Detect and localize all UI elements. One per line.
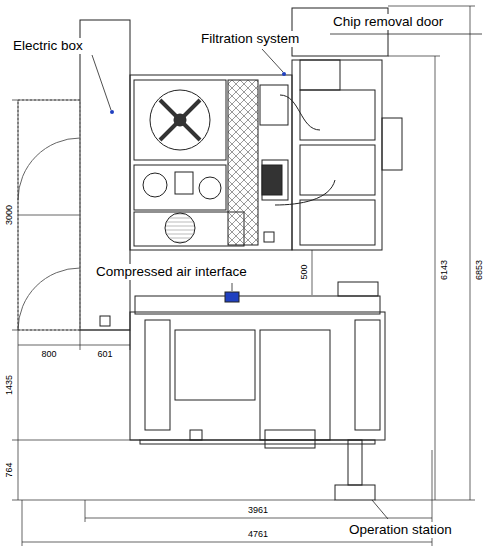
- dimension-label: 3000: [4, 204, 14, 226]
- dimension-label: 601: [96, 349, 113, 359]
- operation-station: [335, 485, 375, 500]
- machine-base: [140, 440, 375, 444]
- dimension-lines: [130, 330, 131, 350]
- machine-base: [130, 312, 385, 440]
- dimension-lines: [470, 6, 471, 500]
- callout-label: Filtration system: [200, 31, 300, 47]
- filtration-unit: [228, 80, 258, 245]
- leader-lines: [372, 500, 388, 519]
- filtration-unit: [130, 72, 335, 250]
- filtration-unit: [160, 100, 200, 140]
- filtration-unit: [264, 232, 274, 242]
- electric-box: [18, 215, 80, 216]
- chip-tower: [300, 145, 375, 195]
- operation-station: [335, 440, 375, 500]
- machine-base: [175, 330, 255, 400]
- electric-box: [100, 316, 110, 326]
- leader-lines: [262, 49, 283, 72]
- dimension-lines: [435, 56, 436, 500]
- filtration-unit: [260, 85, 288, 125]
- dimension-lines: [80, 330, 81, 350]
- dimension-label: 764: [4, 461, 14, 478]
- dimension-label: 1435: [4, 374, 14, 396]
- electric-box: [18, 138, 80, 200]
- dimension-label: 800: [40, 349, 57, 359]
- electric-box: [18, 268, 80, 330]
- leader-lines: [92, 55, 111, 110]
- machine-base: [355, 320, 380, 430]
- chip-tower: [300, 90, 375, 140]
- filtration-unit: [130, 75, 292, 250]
- machine-base: [135, 296, 380, 314]
- machine-base: [260, 330, 330, 440]
- chip-tower: [300, 60, 340, 90]
- machine-base: [338, 282, 378, 296]
- filtration-unit: [175, 172, 193, 194]
- callout-label: Electric box: [12, 38, 84, 54]
- chip-tower: [300, 200, 375, 245]
- chip-tower: [262, 165, 282, 195]
- chip-tower: [382, 118, 402, 170]
- filtration-unit: [199, 177, 221, 199]
- dimension-lines: [85, 500, 86, 522]
- filtration-unit: [275, 180, 335, 205]
- dimension-lines: [312, 250, 313, 295]
- dimension-lines: [388, 6, 475, 7]
- filtration-unit: [134, 165, 226, 210]
- callout-label: Compressed air interface: [95, 264, 248, 280]
- dimension-lines: [388, 56, 440, 57]
- leader-lines: [232, 283, 233, 291]
- dimension-lines: [12, 100, 80, 101]
- filtration-unit: [282, 72, 286, 76]
- chip-tower: [292, 60, 382, 250]
- dimension-lines: [12, 330, 130, 331]
- dimension-lines: [375, 500, 475, 501]
- dimension-lines: [18, 345, 130, 346]
- filtration-unit: [134, 80, 226, 160]
- filtration-unit: [165, 213, 195, 243]
- dimension-lines: [85, 518, 432, 519]
- leader-lines: [330, 34, 482, 35]
- electric-box: [18, 100, 80, 330]
- machine-base: [130, 282, 385, 448]
- dimension-label: 500: [299, 263, 309, 280]
- dimension-label: 3961: [247, 505, 269, 515]
- filtration-unit: [143, 173, 167, 197]
- dimension-lines: [22, 542, 432, 543]
- callout-label: Operation station: [348, 522, 453, 538]
- electric-box: [18, 20, 130, 330]
- dimension-lines: [12, 500, 335, 501]
- dimension-label: 6853: [474, 259, 484, 281]
- machine-base: [190, 430, 202, 440]
- machine-base: [145, 320, 170, 430]
- electric-box: [110, 110, 114, 114]
- dimension-lines: [12, 6, 475, 546]
- machine-base: [265, 430, 315, 448]
- electric-box: [80, 20, 130, 330]
- operation-station: [348, 440, 362, 485]
- callout-label: Chip removal door: [332, 14, 444, 30]
- filtration-unit: [262, 160, 288, 200]
- leader-lines: [92, 34, 482, 519]
- dimension-label: 4761: [247, 529, 269, 539]
- dimension-label: 6143: [439, 259, 449, 281]
- filtration-unit: [150, 90, 210, 150]
- machine-base: [225, 292, 239, 302]
- dimension-lines: [22, 500, 23, 546]
- dimension-lines: [12, 440, 140, 441]
